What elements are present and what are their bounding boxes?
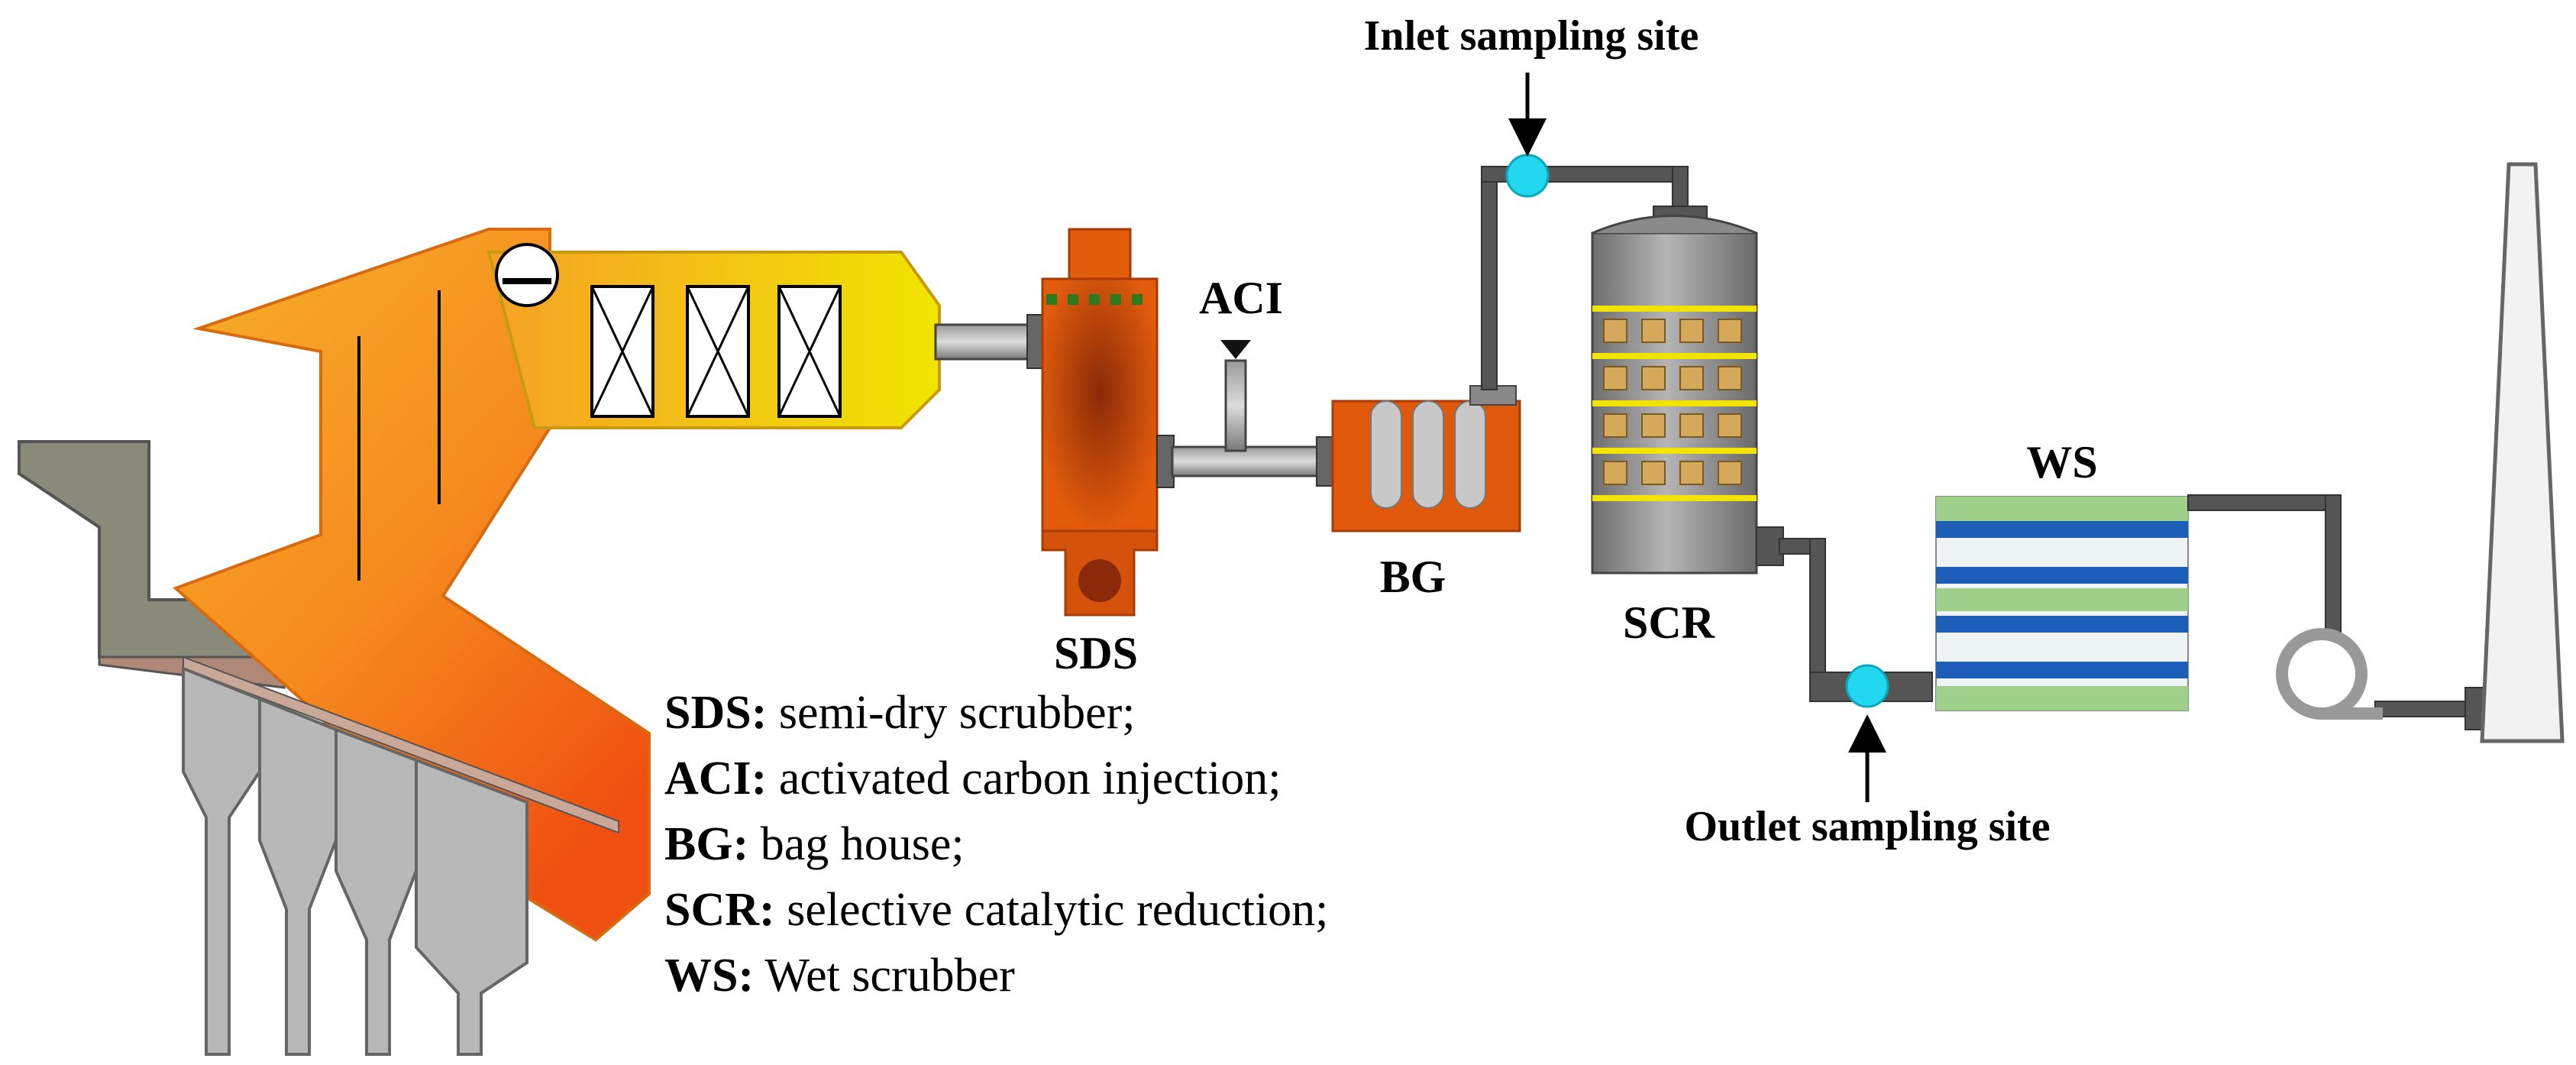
ws-label: WS [2026,437,2097,487]
legend-abbr: WS: [664,950,755,1002]
legend-row-aci: ACI: activated carbon injection; [664,746,1328,811]
legend-text: bag house; [748,818,965,870]
legend-abbr: BG: [664,818,749,870]
pipe-boiler-sds [934,323,1036,361]
semi-dry-scrubber [1041,228,1159,617]
legend-text: activated carbon injection; [767,753,1282,804]
legend-abbr: SCR: [664,884,775,936]
aci-injection-point [1220,340,1251,452]
legend-abbr: SDS: [664,687,768,739]
aci-label: ACI [1199,273,1283,323]
outlet-sampling-point [1845,664,1889,708]
legend-text: selective catalytic reduction; [774,884,1329,936]
wet-scrubber [1935,496,2189,711]
pipe-scr-ws [1756,526,1933,702]
bag-house [1331,385,1521,532]
legend-text: Wet scrubber [754,950,1015,1002]
outlet-sampling-site-label: Outlet sampling site [1684,803,2050,850]
scr-reactor [1591,215,1758,575]
legend-row-sds: SDS: semi-dry scrubber; [664,680,1328,746]
legend-row-bg: BG: bag house; [664,811,1328,877]
legend-row-scr: SCR: selective catalytic reduction; [664,877,1328,943]
induced-draft-fan [2276,628,2383,720]
inlet-sampling-point [1505,154,1550,198]
legend-text: semi-dry scrubber; [767,687,1136,739]
abbreviation-legend: SDS: semi-dry scrubber; ACI: activated c… [664,680,1328,1008]
legend-abbr: ACI: [664,753,768,804]
ash-hoppers [182,666,528,1056]
stack [2480,162,2565,743]
inlet-sampling-site-label: Inlet sampling site [1364,12,1699,60]
bg-label: BG [1380,552,1446,602]
sds-label: SDS [1054,628,1138,678]
legend-row-ws: WS: Wet scrubber [664,943,1328,1008]
scr-label: SCR [1623,597,1715,648]
incinerator-boiler [173,228,941,942]
